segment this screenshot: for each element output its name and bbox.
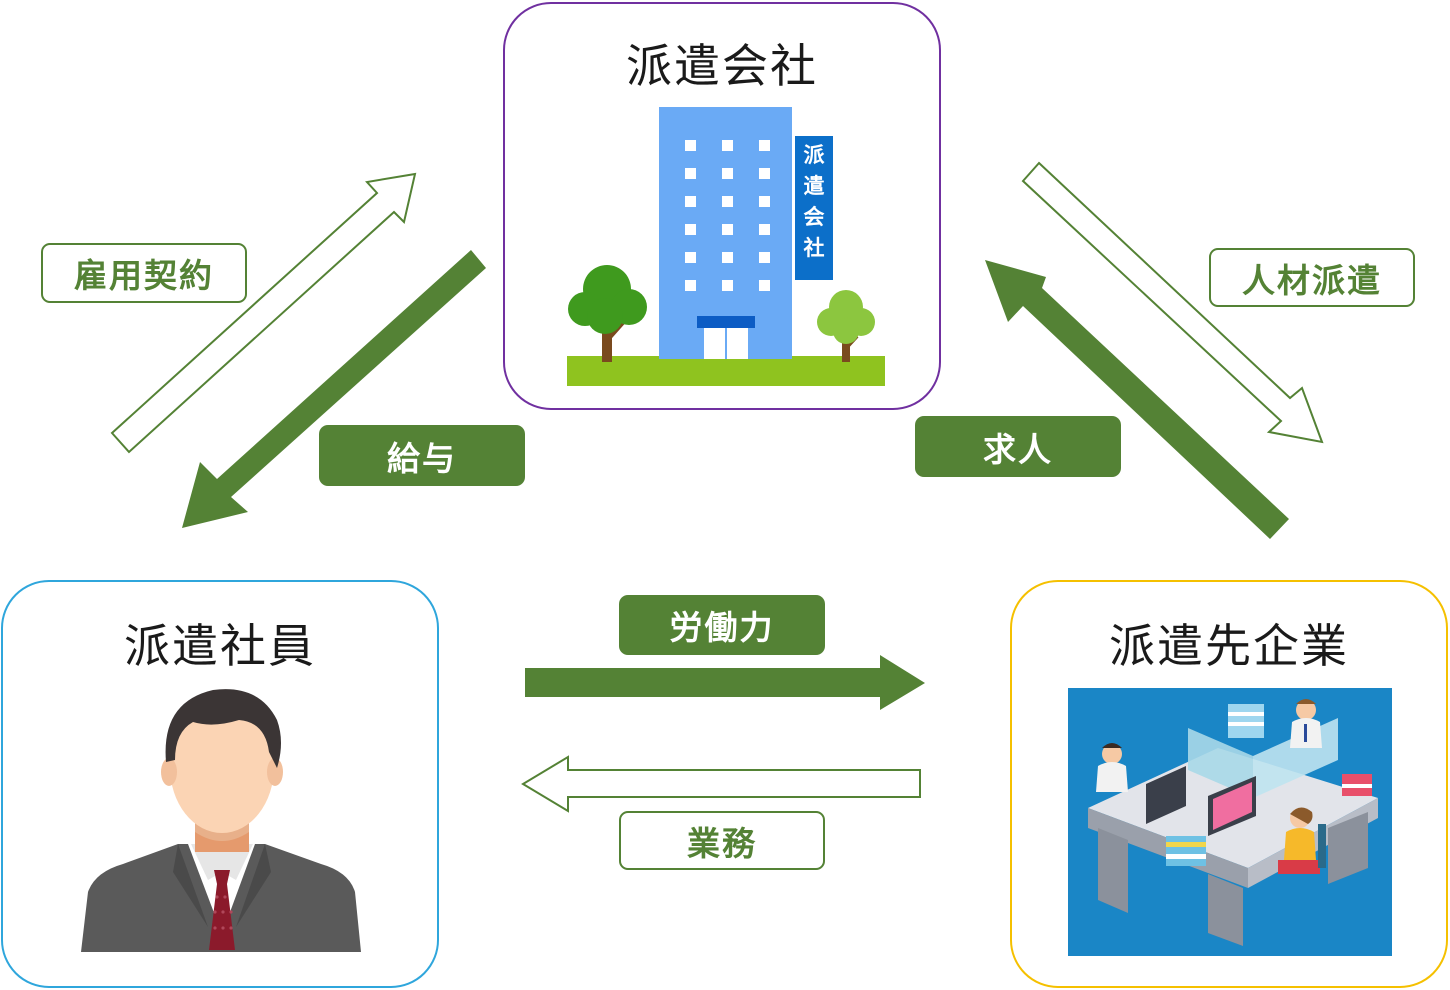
arrow-staff-dispatch — [1021, 161, 1324, 444]
staff-dispatch-label: 人材派遣 — [1209, 248, 1415, 307]
office-workers-illustration — [1068, 688, 1392, 956]
arrow-job-request — [985, 260, 1289, 539]
job-request-label: 求人 — [915, 416, 1121, 477]
company-sign-char: 社 — [803, 236, 825, 260]
labor-label: 労働力 — [619, 595, 825, 655]
dispatch-company-title: 派遣会社 — [626, 39, 818, 93]
company-sign-char: 遣 — [803, 174, 825, 198]
company-sign-char: 会 — [803, 205, 825, 229]
client-company-node: 派遣先企業 — [1010, 580, 1448, 988]
employment-contract-label: 雇用契約 — [41, 243, 247, 303]
arrow-labor — [525, 655, 925, 710]
dispatch-company-node: 派遣会社 派 遣 会 — [503, 2, 941, 410]
arrow-salary — [182, 250, 486, 528]
arrow-employment-contract — [110, 172, 417, 454]
client-company-title: 派遣先企業 — [1109, 619, 1349, 673]
work-label: 業務 — [619, 811, 825, 870]
dispatch-worker-title: 派遣社員 — [124, 619, 316, 673]
dispatch-worker-node: 派遣社員 — [1, 580, 439, 988]
office-building-illustration — [567, 107, 885, 386]
company-sign-char: 派 — [803, 143, 825, 167]
company-sign: 派 遣 会 社 — [795, 140, 833, 264]
arrow-work — [521, 755, 921, 813]
salary-label: 給与 — [319, 425, 525, 486]
businessman-avatar-icon — [81, 689, 361, 952]
